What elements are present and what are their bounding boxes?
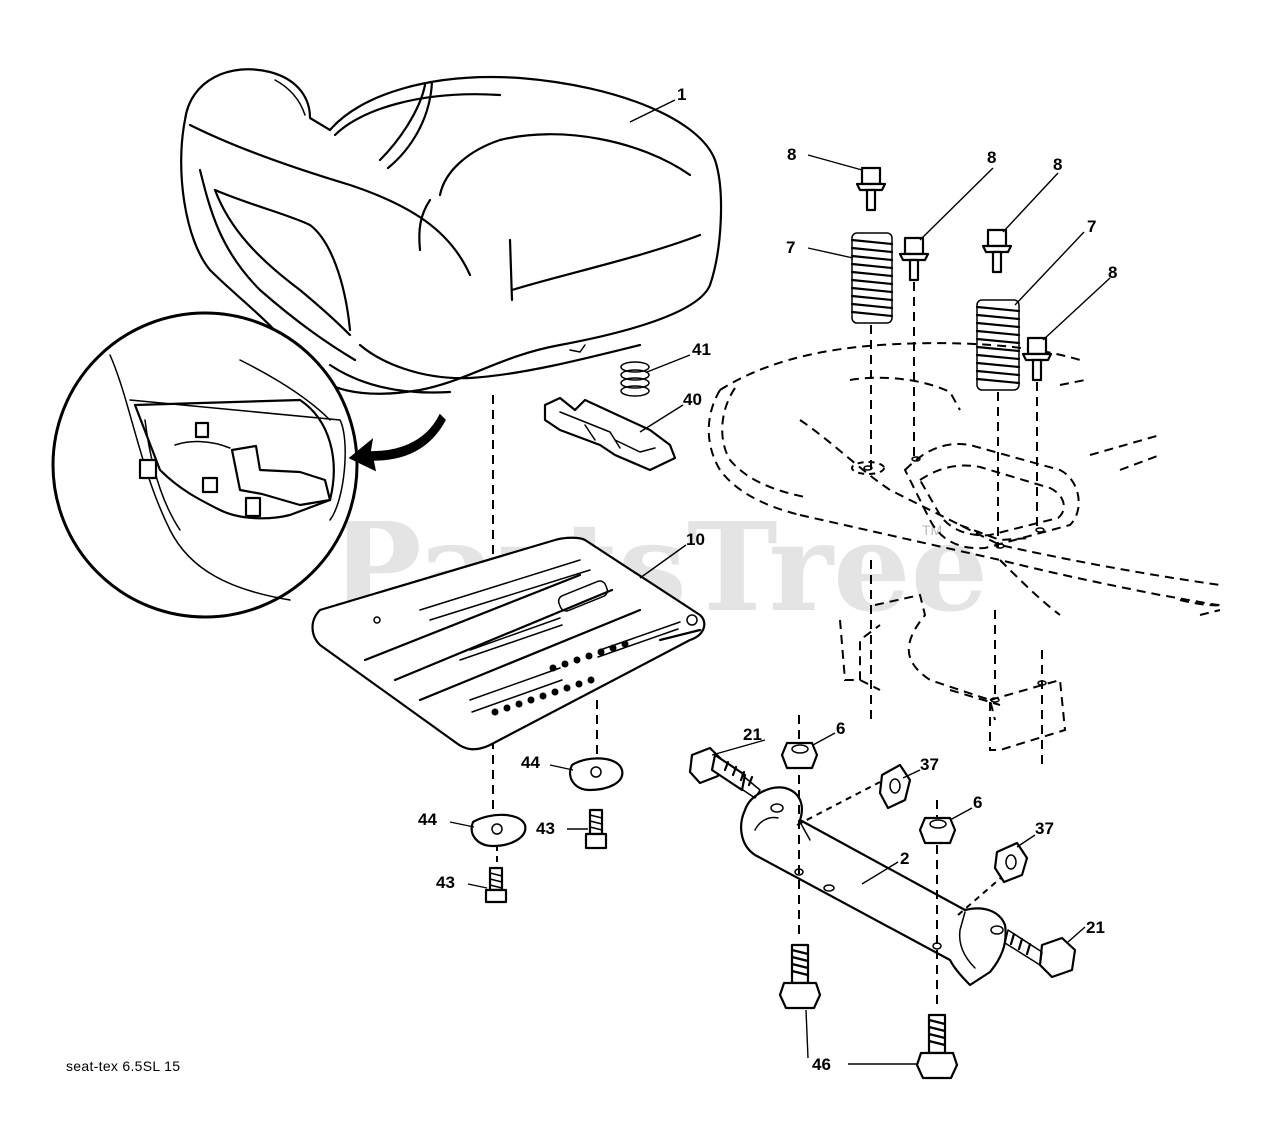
callout-44a: 44 (418, 810, 437, 829)
callout-21a: 21 (743, 725, 762, 744)
callout-41: 41 (692, 340, 711, 359)
tractor-frame-outline (707, 342, 1221, 751)
seat-part (180, 68, 723, 395)
detail-magnified-view (51, 311, 446, 619)
part-21-bolt-right (1004, 929, 1077, 979)
callout-37a: 37 (920, 755, 939, 774)
callout-6b: 6 (973, 793, 982, 812)
callout-2: 2 (900, 849, 909, 868)
callout-44b: 44 (521, 753, 540, 772)
part-37-washer-upper (878, 763, 912, 810)
callout-40: 40 (683, 390, 702, 409)
part-8-bolt-b (898, 236, 930, 282)
callout-46: 46 (812, 1055, 831, 1074)
callout-21b: 21 (1086, 918, 1105, 937)
watermark-tm: TM (922, 522, 942, 538)
callout-10: 10 (686, 530, 705, 549)
part-44-washer-lower (470, 813, 527, 848)
callout-8d: 8 (1108, 263, 1117, 282)
callout-1: 1 (677, 85, 686, 104)
callout-43a: 43 (436, 873, 455, 892)
callout-8a: 8 (787, 145, 796, 164)
part-46-bolt-right (915, 1013, 959, 1080)
part-43-bolt-upper (584, 808, 608, 850)
part-7-spring-right (975, 299, 1021, 391)
part-46-bolt-left (778, 943, 822, 1010)
callout-43b: 43 (536, 819, 555, 838)
part-6-nut-lower (918, 816, 957, 845)
part-37-washer-lower (993, 841, 1029, 884)
callout-7a: 7 (786, 238, 795, 257)
drawing-caption: seat-tex 6.5SL 15 (66, 1058, 181, 1074)
part-43-bolt-lower (484, 866, 508, 904)
callout-8b: 8 (987, 148, 996, 167)
part-8-bolt-d (1021, 336, 1053, 382)
callout-8c: 8 (1053, 155, 1062, 174)
part-40-latch-bracket (543, 396, 677, 472)
part-6-nut-upper (780, 741, 819, 770)
part-41-spring (620, 361, 650, 397)
part-2-seat-bracket (740, 786, 1007, 987)
part-44-washer-upper (569, 757, 624, 792)
callout-7b: 7 (1087, 217, 1096, 236)
callout-37b: 37 (1035, 819, 1054, 838)
seat-adjust-notches (491, 640, 629, 716)
part-21-bolt-left (688, 746, 761, 799)
part-7-spring-left (850, 232, 894, 324)
part-8-bolt-a (855, 166, 887, 212)
callout-6a: 6 (836, 719, 845, 738)
callouts: 1 8 8 8 8 7 7 41 40 10 21 6 37 6 37 2 21… (418, 85, 1117, 1074)
part-8-bolt-c (981, 228, 1013, 274)
curved-arrow-icon (348, 413, 446, 472)
part-10-seat-pan (311, 536, 706, 751)
